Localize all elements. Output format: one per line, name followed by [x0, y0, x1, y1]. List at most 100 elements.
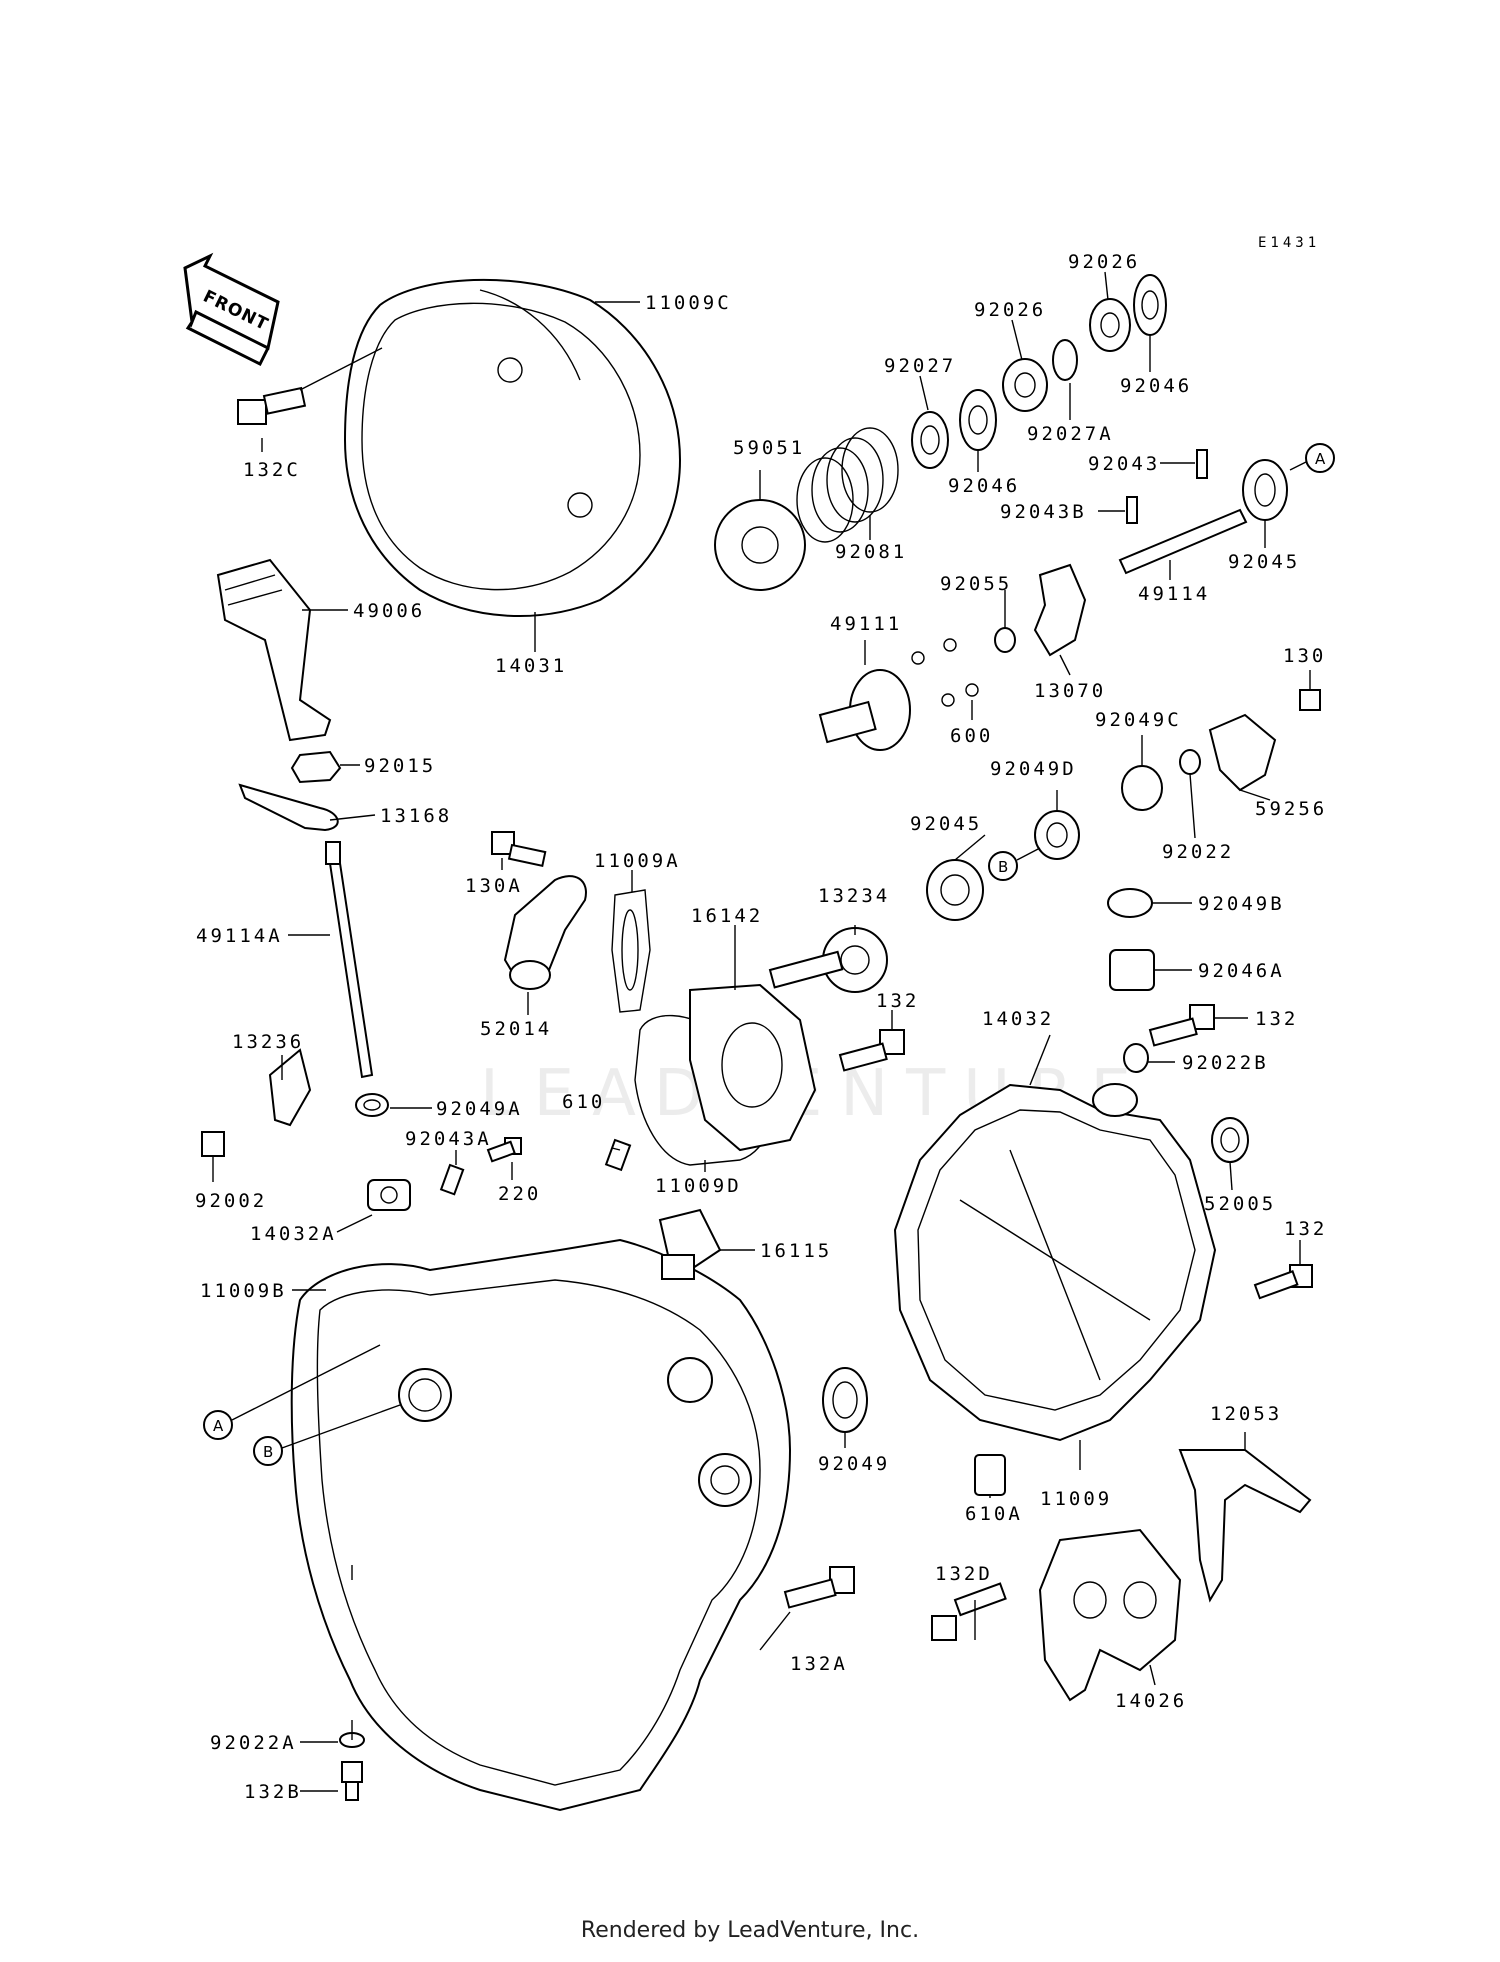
seal-52005 [1211, 1117, 1249, 1163]
part-label-92027a: 92027A [1027, 423, 1114, 445]
callout-label-b-mid: B [998, 858, 1008, 876]
bolt-130a [491, 831, 547, 867]
footer-credit: Rendered by LeadVenture, Inc. [580, 1918, 920, 1943]
bolt-132-pump [838, 1029, 905, 1072]
part-label-52014: 52014 [480, 1018, 552, 1040]
nut-92015 [290, 750, 342, 784]
part-label-92027: 92027 [884, 355, 956, 377]
bolt-132c [237, 386, 307, 425]
part-label-92022a: 92022A [210, 1732, 297, 1754]
leader-lines [212, 271, 1311, 1792]
part-label-132d: 132D [935, 1563, 993, 1585]
gear-13234 [768, 927, 888, 993]
impeller-13070 [1033, 563, 1087, 657]
part-label-92046a: 92046A [1198, 960, 1285, 982]
callout-b-mid [988, 851, 1018, 881]
part-label-92049d: 92049D [990, 758, 1077, 780]
seal-92049a [355, 1093, 389, 1117]
part-label-92049: 92049 [818, 1453, 890, 1475]
seal-92049c [1121, 765, 1163, 811]
part-label-92026-a: 92026 [974, 299, 1046, 321]
part-label-130a: 130A [465, 875, 523, 897]
bolt-220 [486, 1137, 522, 1163]
washer-92022 [1179, 749, 1201, 775]
part-label-13234: 13234 [818, 885, 890, 907]
spring-92081 [796, 427, 899, 543]
part-label-92022: 92022 [1162, 841, 1234, 863]
clutch-cover-14032 [893, 1083, 1217, 1442]
part-label-132b: 132B [244, 1781, 302, 1803]
boot-49006 [216, 558, 332, 742]
bolt-130 [1299, 689, 1321, 711]
part-label-92055: 92055 [940, 573, 1012, 595]
part-label-14032a: 14032A [250, 1223, 337, 1245]
bearing-92049 [822, 1367, 868, 1433]
washer-92046-a [959, 389, 997, 451]
washer-92022b [1123, 1043, 1149, 1073]
part-label-132a: 132A [790, 1653, 848, 1675]
pin-92043 [1196, 449, 1208, 479]
part-label-14032: 14032 [982, 1008, 1054, 1030]
bolt-92002 [201, 1131, 225, 1157]
bracket-13236 [268, 1048, 312, 1127]
bolt-132a [783, 1566, 855, 1609]
part-label-14031: 14031 [495, 655, 567, 677]
callout-a-left [203, 1410, 233, 1440]
callout-label-a-left: A [213, 1417, 224, 1435]
washer-92026-a [1002, 358, 1048, 412]
part-label-52005: 52005 [1204, 1193, 1276, 1215]
bolt-132b [341, 1761, 363, 1801]
lever-13168 [238, 783, 339, 832]
part-label-132-lower: 132 [1284, 1218, 1327, 1240]
part-label-92043b: 92043B [1000, 501, 1087, 523]
elbow-52014 [503, 875, 587, 990]
part-labels: 11009C 132C 49006 14031 92015 13168 4911… [195, 251, 1327, 1803]
part-label-92043: 92043 [1088, 453, 1160, 475]
part-label-13168: 13168 [380, 805, 452, 827]
callout-label-a-top: A [1315, 450, 1326, 468]
part-label-11009c: 11009C [645, 292, 732, 314]
part-label-14026: 14026 [1115, 1690, 1187, 1712]
bolt-132-right [1148, 1004, 1215, 1047]
part-label-49114a: 49114A [196, 925, 283, 947]
bracket-12053 [1178, 1449, 1312, 1603]
gear-59051 [714, 499, 806, 591]
part-label-132-right: 132 [1255, 1008, 1298, 1030]
part-label-92049a: 92049A [436, 1098, 523, 1120]
part-label-92015: 92015 [364, 755, 436, 777]
part-label-220: 220 [498, 1183, 541, 1205]
pin-610 [604, 1138, 632, 1172]
part-label-92043a: 92043A [405, 1128, 492, 1150]
part-label-13070: 13070 [1034, 680, 1106, 702]
part-label-59256: 59256 [1255, 798, 1327, 820]
pump-housing-16142 [689, 983, 817, 1152]
part-label-16115: 16115 [760, 1240, 832, 1262]
shaft-49114 [1118, 508, 1248, 575]
callout-a-top [1305, 443, 1335, 473]
pin-92043b [1126, 496, 1138, 524]
bolt-132d [931, 1582, 1007, 1641]
washer-92046-b [1133, 274, 1167, 336]
part-label-132-pump: 132 [876, 990, 919, 1012]
balls-600 [911, 638, 979, 707]
part-label-12053: 12053 [1210, 1403, 1282, 1425]
part-label-11009b: 11009B [200, 1280, 287, 1302]
bearing-92045-a [1242, 459, 1288, 521]
washer-92026-b [1089, 298, 1131, 352]
part-label-92045-a: 92045 [1228, 551, 1300, 573]
part-label-600: 600 [950, 725, 993, 747]
part-label-11009a: 11009A [594, 850, 681, 872]
part-label-132c: 132C [243, 459, 301, 481]
part-label-16142: 16142 [691, 905, 763, 927]
part-label-92081: 92081 [835, 541, 907, 563]
part-label-92002: 92002 [195, 1190, 267, 1212]
part-label-92045-b: 92045 [910, 813, 982, 835]
bolt-132-lower [1253, 1264, 1313, 1300]
part-label-130: 130 [1283, 645, 1326, 667]
gasket-11009a [611, 889, 651, 1013]
clutch-cover-outer [343, 278, 682, 618]
part-label-92046-a: 92046 [948, 475, 1020, 497]
pin-92043a [439, 1163, 465, 1196]
part-label-92022b: 92022B [1182, 1052, 1269, 1074]
